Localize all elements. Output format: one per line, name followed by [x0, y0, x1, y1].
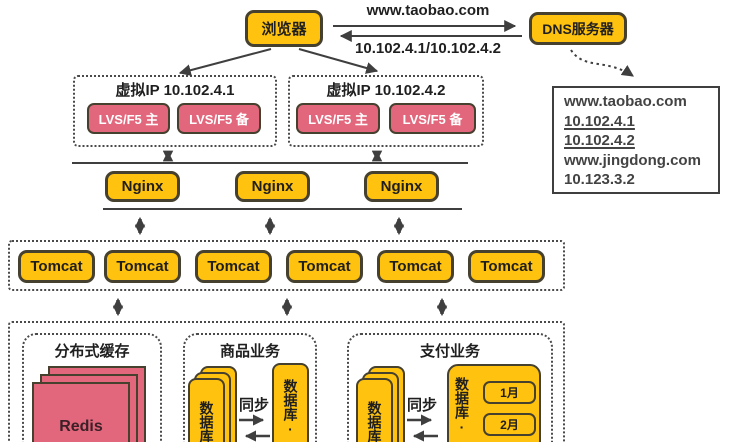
db-label: 数据库	[198, 401, 215, 442]
tomcat-cluster-box	[8, 240, 565, 291]
nginx-label: Nginx	[121, 178, 164, 195]
dns-record-arrow	[570, 49, 634, 77]
dns-record-line: www.taobao.com	[564, 93, 687, 110]
vip-group-1	[73, 75, 277, 147]
nginx-node-2: Nginx	[235, 171, 310, 202]
vip-group-2-title: 虚拟IP 10.102.4.2	[326, 82, 446, 99]
lvs-backup-label: LVS/F5 备	[189, 112, 249, 127]
cache-title: 分布式缓存	[54, 343, 130, 360]
tomcat-node-1: Tomcat	[18, 250, 95, 283]
vip-group-2	[288, 75, 484, 147]
nginx-label: Nginx	[380, 178, 423, 195]
product-target-db-node: 数据库·	[272, 363, 309, 442]
dns-record-line: 10.123.3.2	[564, 171, 635, 188]
payment-source-db-node: 数据库	[356, 378, 393, 442]
nginx-node-3: Nginx	[364, 171, 439, 202]
nginx-label: Nginx	[251, 178, 294, 195]
browser-node: 浏览器	[245, 10, 323, 47]
tomcat-label: Tomcat	[389, 258, 442, 275]
tomcat-label: Tomcat	[207, 258, 260, 275]
db-label: 数据库·	[454, 377, 470, 435]
product-title: 商品业务	[219, 343, 280, 360]
dns-server-label: DNS服务器	[542, 20, 614, 37]
db-label: 数据库	[366, 401, 383, 442]
db-label: 数据库·	[282, 379, 299, 437]
lvs-backup-node-2: LVS/F5 备	[389, 103, 476, 134]
vip-group-1-title: 虚拟IP 10.102.4.1	[115, 82, 235, 99]
request-label: www.taobao.com	[366, 2, 490, 19]
browser-to-vip1-arrow	[178, 48, 272, 77]
services-box	[8, 321, 565, 442]
tomcat-to-services-arrows	[112, 297, 448, 317]
browser-label: 浏览器	[261, 21, 307, 38]
tomcat-label: Tomcat	[116, 258, 169, 275]
product-sync-label: 同步	[238, 397, 269, 414]
tomcat-node-5: Tomcat	[377, 250, 454, 283]
redis-node: Redis	[32, 382, 130, 442]
tomcat-node-6: Tomcat	[468, 250, 545, 283]
redis-label: Redis	[59, 418, 103, 435]
dns-server-node: DNS服务器	[529, 12, 627, 45]
product-source-db-node: 数据库	[188, 378, 225, 442]
payment-title: 支付业务	[419, 343, 480, 360]
dns-record-line: www.jingdong.com	[564, 151, 701, 169]
dns-record-box: www.taobao.com 10.102.4.1 10.102.4.2 www…	[552, 86, 720, 194]
lvs-backup-label: LVS/F5 备	[402, 112, 463, 127]
month-label: 2月	[500, 418, 519, 432]
payment-sync-label: 同步	[406, 397, 437, 414]
month-shard-1: 1月	[483, 381, 536, 404]
tomcat-node-4: Tomcat	[286, 250, 363, 283]
dns-record-line: 10.102.4.1	[564, 112, 635, 130]
tomcat-node-2: Tomcat	[104, 250, 181, 283]
tomcat-label: Tomcat	[480, 258, 533, 275]
lvs-primary-node-1: LVS/F5 主	[87, 103, 170, 134]
response-label: 10.102.4.1/10.102.4.2	[355, 40, 501, 57]
lvs-primary-label: LVS/F5 主	[308, 112, 368, 127]
nginx-to-tomcat-arrows	[134, 216, 405, 236]
nginx-node-1: Nginx	[105, 171, 180, 202]
dns-record-line: 10.102.4.2	[564, 132, 635, 149]
lvs-primary-label: LVS/F5 主	[98, 112, 159, 127]
vip-to-rail-arrows	[162, 150, 383, 162]
month-label: 1月	[500, 386, 519, 400]
tomcat-label: Tomcat	[298, 258, 351, 275]
tomcat-label: Tomcat	[30, 258, 83, 275]
lvs-backup-node-1: LVS/F5 备	[177, 103, 261, 134]
tomcat-node-3: Tomcat	[195, 250, 272, 283]
lvs-primary-node-2: LVS/F5 主	[296, 103, 380, 134]
month-shard-2: 2月	[483, 413, 536, 436]
payment-target-db-node: 数据库· 1月 2月	[447, 364, 541, 442]
